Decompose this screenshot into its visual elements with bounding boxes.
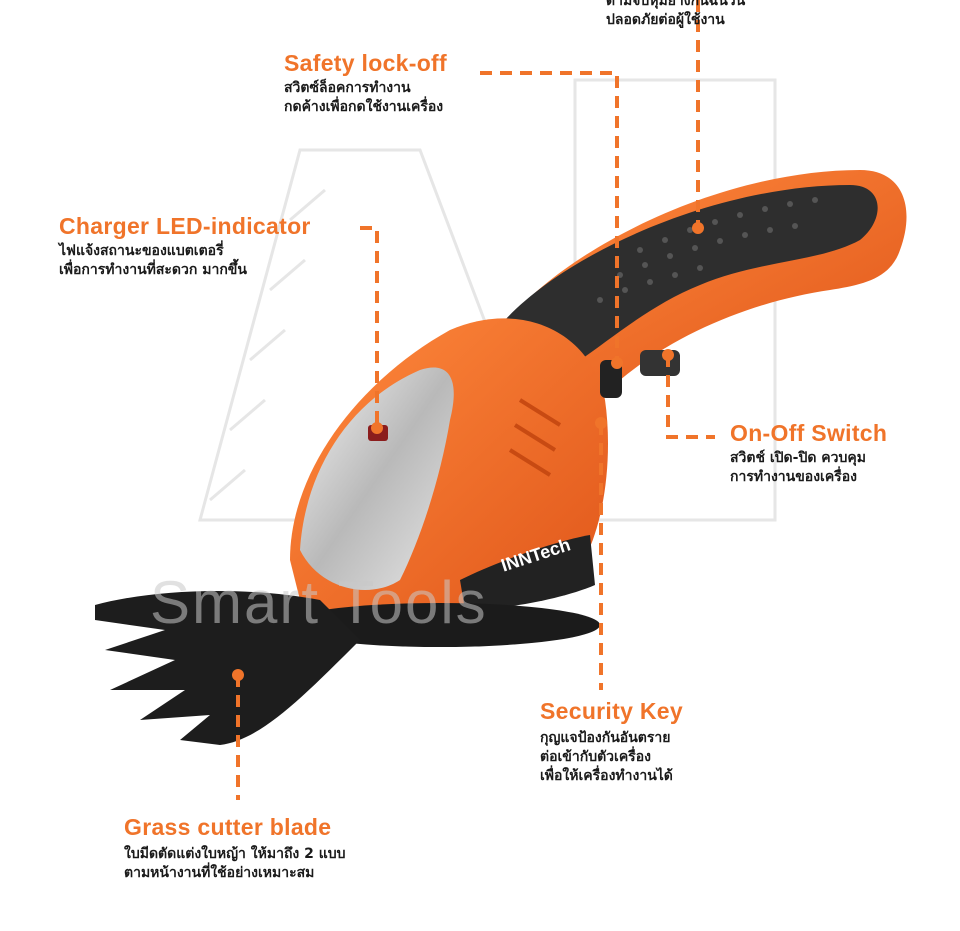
callout-dot-security-key [595, 417, 607, 429]
callout-line: เพื่อการทำงานที่สะดวก มากขึ้น [59, 262, 247, 278]
callout-dot-safety-lock [611, 357, 623, 369]
callout-line: กดค้างเพื่อกดใช้งานเครื่อง [284, 99, 444, 115]
callout-title: Safety lock-off [284, 50, 447, 76]
watermark-text: Smart Tools [150, 569, 488, 636]
callout-dot-grip [692, 222, 704, 234]
callout-security-key: Security Key กุญแจป้องกันอันตราย ต่อเข้า… [540, 698, 683, 786]
leader-lines [236, 0, 715, 800]
callout-line: เพื่อให้เครื่องทำงานได้ [540, 768, 673, 784]
callout-line: ตามหน้างานที่ใช้อย่างเหมาะสม [124, 865, 315, 881]
shear-body [280, 170, 907, 647]
callout-line: ไฟแจ้งสถานะของแบตเตอรี่ [59, 243, 224, 259]
callout-line: การทำงานของเครื่อง [730, 469, 857, 485]
callout-title: On-Off Switch [730, 420, 888, 446]
callout-safety-lock: Safety lock-off สวิตซ์ล็อคการทำงาน กดค้า… [284, 50, 447, 117]
callout-line: กุญแจป้องกันอันตราย [540, 730, 671, 746]
grip-caption-line2: ปลอดภัยต่อผู้ใช้งาน [606, 12, 725, 28]
callout-line: ต่อเข้ากับตัวเครื่อง [540, 749, 651, 765]
callout-title: Grass cutter blade [124, 814, 332, 840]
callout-charger-led: Charger LED-indicator ไฟแจ้งสถานะของแบตเ… [59, 213, 311, 280]
leader-on-off [666, 355, 715, 439]
callout-dot-charger-led [371, 422, 383, 434]
callout-title: Security Key [540, 698, 683, 724]
grip-caption: ด้ามจับหุ้มยางกันฉนวน ปลอดภัยต่อผู้ใช้งา… [606, 0, 745, 30]
callout-dot-on-off [662, 349, 674, 361]
callout-line: สวิตช์ เปิด-ปิด ควบคุม [730, 450, 867, 466]
callout-title: Charger LED-indicator [59, 213, 311, 239]
callout-on-off: On-Off Switch สวิตช์ เปิด-ปิด ควบคุม การ… [730, 420, 887, 487]
callout-line: ใบมีดตัดแต่งใบหญ้า ให้มาถึง 2 แบบ [124, 846, 346, 862]
callout-dot-blade [232, 669, 244, 681]
leader-charger-led [360, 226, 379, 428]
grip-caption-line1: ด้ามจับหุ้มยางกันฉนวน [606, 0, 746, 9]
callout-line: สวิตซ์ล็อคการทำงาน [284, 80, 411, 96]
leader-safety-lock [480, 71, 619, 360]
callout-blade: Grass cutter blade ใบมีดตัดแต่งใบหญ้า ให… [124, 814, 346, 883]
grass-cutter-blade [95, 590, 360, 745]
